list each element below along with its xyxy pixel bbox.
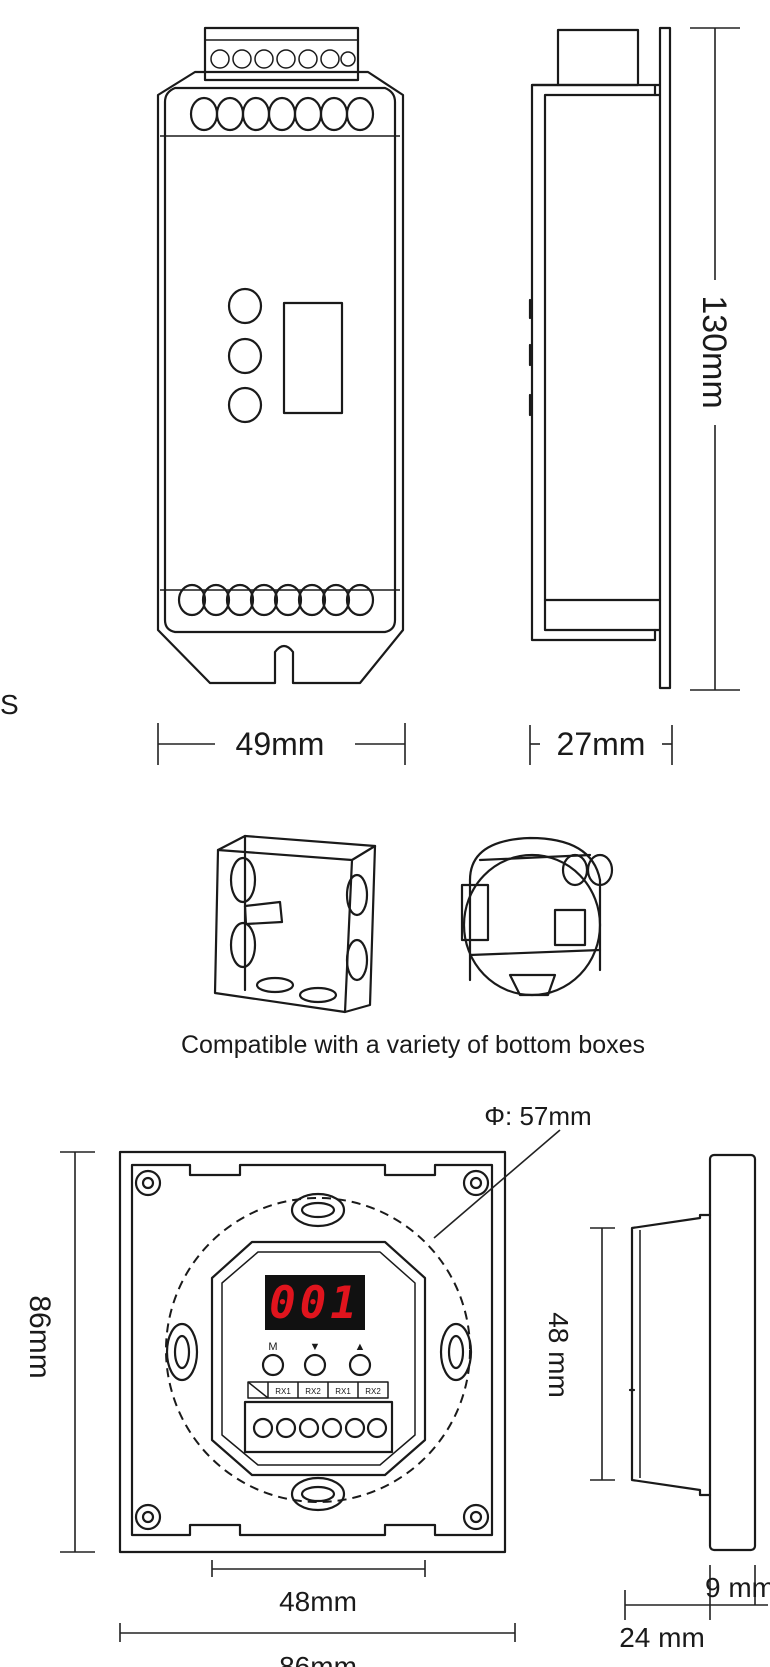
upper-terminal-row [189,96,375,132]
button-2 [227,337,263,375]
display-digits: 001 [269,1278,360,1329]
terminal-label-3: RX1 [335,1387,351,1396]
controller-outer-body [156,70,405,685]
side-depth-dimension-24 [624,1565,768,1620]
button-mark-down: ▼ [310,1341,321,1353]
lower-terminal-row [177,583,375,617]
panel-button-m [261,1353,285,1377]
panel-outer-frame [118,1150,507,1554]
inner-width-dimension-48 [211,1560,426,1577]
side-height-dimension-48 [590,1227,615,1481]
side-9-label: 9 mm [705,1572,770,1603]
width-49-label: 49mm [236,726,325,762]
diameter-leader-line [433,1129,561,1239]
edge-letter: S [0,689,19,720]
side-terminal-block [556,28,640,87]
terminal-label-4: RX2 [365,1387,381,1396]
round-bottom-box [460,836,614,997]
button-mark-m: M [268,1341,277,1353]
panel-button-down [303,1353,327,1377]
side-24-label: 24 mm [619,1622,705,1653]
panel-inner-frame [130,1163,494,1537]
diameter-57-label: Φ: 57mm [484,1101,591,1131]
panel-module-body [210,1240,427,1477]
corner-screw-holes [134,1169,490,1531]
top-terminal-screws [210,49,356,69]
side-mount-plate [658,26,672,690]
din-controller-side-view [528,26,740,691]
button-1 [227,287,263,325]
panel-front-view: 001 M ▼ ▲ RX1 RX2 RX1 RX2 [118,1129,561,1554]
terminal-label-1: RX1 [275,1387,291,1396]
slot-holes [165,1192,473,1512]
height-dimension [690,27,740,691]
controller-inner-body [163,86,397,634]
side-48-label: 48 mm [543,1312,574,1398]
terminal-label-2: RX2 [305,1387,321,1396]
boxes-caption: Compatible with a variety of bottom boxe… [181,1031,645,1059]
panel-side-view [628,1153,757,1552]
depth-27-label: 27mm [557,726,646,762]
panel-side-plate [708,1153,757,1552]
din-controller-front-view [156,26,405,685]
outer-86-label: 86mm [279,1651,357,1667]
left-height-dimension-86 [60,1151,95,1553]
panel-terminal-block [243,1400,394,1454]
front-buttons [227,287,263,424]
outer-width-dimension-86 [119,1623,516,1642]
panel-button-up [348,1353,372,1377]
button-mark-up: ▲ [355,1341,366,1353]
square-bottom-box [213,834,377,1014]
panel-buttons: M ▼ ▲ [261,1341,372,1377]
terminal-label-strip: RX1 RX2 RX1 RX2 [247,1381,389,1399]
depth-dimension-27 [529,725,673,765]
panel-terminal-screws [252,1417,388,1439]
inner-48-label: 48mm [279,1586,357,1617]
height-130-label: 130mm [695,295,733,408]
left-86-label: 86mm [23,1295,56,1378]
width-dimension-49 [157,723,406,765]
button-3 [227,386,263,424]
seven-segment-display [265,1275,365,1330]
display-window [282,301,344,415]
